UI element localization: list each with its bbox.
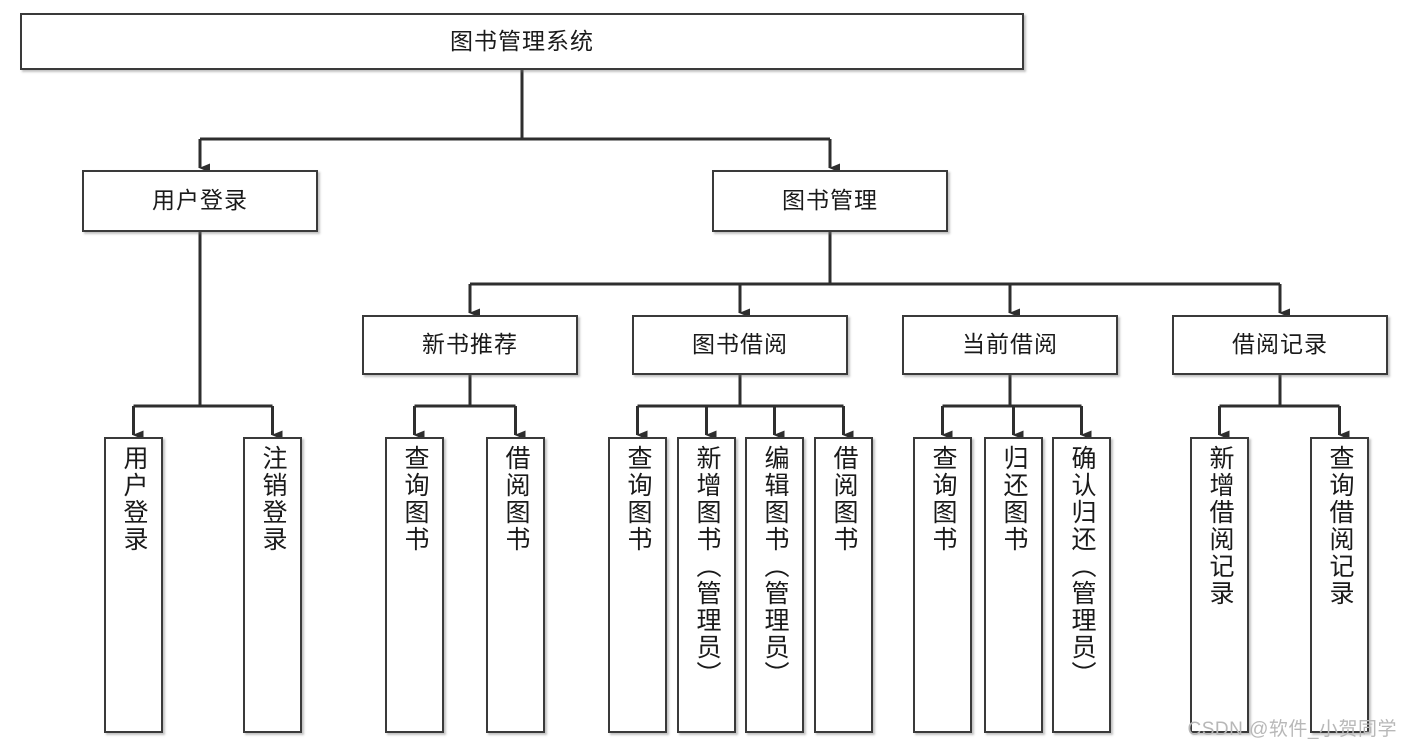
node-leaf-br-query[interactable]: 查询借阅记录 bbox=[1310, 437, 1369, 733]
node-leaf-bb-add[interactable]: 新增图书（管理员） bbox=[677, 437, 736, 733]
node-label: 当前借阅 bbox=[962, 331, 1058, 358]
node-label: 图书借阅 bbox=[692, 331, 788, 358]
node-current-borrow[interactable]: 当前借阅 bbox=[902, 315, 1118, 375]
node-label: 归还图书 bbox=[1000, 445, 1028, 553]
node-leaf-cb-confirm[interactable]: 确认归还（管理员） bbox=[1052, 437, 1111, 733]
node-label: 借阅图书 bbox=[502, 445, 530, 553]
node-new-book-rec[interactable]: 新书推荐 bbox=[362, 315, 578, 375]
node-label: 图书管理系统 bbox=[450, 27, 594, 54]
node-label: 注销登录 bbox=[259, 445, 287, 553]
node-label: 查询图书 bbox=[401, 445, 429, 553]
node-label: 新增图书（管理员） bbox=[693, 445, 721, 688]
csdn-watermark: CSDN @软件_小贺同学 bbox=[1187, 719, 1397, 740]
node-label: 查询图书 bbox=[624, 445, 652, 553]
node-label: 编辑图书（管理员） bbox=[761, 445, 789, 688]
node-label: 查询借阅记录 bbox=[1326, 445, 1354, 607]
node-book-manage[interactable]: 图书管理 bbox=[712, 170, 948, 232]
node-leaf-rec-query[interactable]: 查询图书 bbox=[385, 437, 444, 733]
node-leaf-br-add[interactable]: 新增借阅记录 bbox=[1190, 437, 1249, 733]
node-leaf-cb-query[interactable]: 查询图书 bbox=[913, 437, 972, 733]
node-label: 用户登录 bbox=[120, 445, 148, 553]
node-user-login[interactable]: 用户登录 bbox=[82, 170, 318, 232]
node-leaf-cb-return[interactable]: 归还图书 bbox=[984, 437, 1043, 733]
node-root[interactable]: 图书管理系统 bbox=[20, 13, 1024, 70]
node-label: 新增借阅记录 bbox=[1206, 445, 1234, 607]
node-label: 借阅记录 bbox=[1232, 331, 1328, 358]
node-leaf-bb-query[interactable]: 查询图书 bbox=[608, 437, 667, 733]
node-label: 借阅图书 bbox=[830, 445, 858, 553]
node-label: 查询图书 bbox=[929, 445, 957, 553]
node-label: 确认归还（管理员） bbox=[1068, 445, 1096, 688]
node-leaf-bb-borrow[interactable]: 借阅图书 bbox=[814, 437, 873, 733]
node-leaf-user-login[interactable]: 用户登录 bbox=[104, 437, 163, 733]
node-leaf-rec-borrow[interactable]: 借阅图书 bbox=[486, 437, 545, 733]
node-label: 用户登录 bbox=[152, 187, 248, 214]
node-leaf-bb-edit[interactable]: 编辑图书（管理员） bbox=[745, 437, 804, 733]
node-leaf-user-logout[interactable]: 注销登录 bbox=[243, 437, 302, 733]
node-label: 新书推荐 bbox=[422, 331, 518, 358]
node-book-borrow[interactable]: 图书借阅 bbox=[632, 315, 848, 375]
node-borrow-record[interactable]: 借阅记录 bbox=[1172, 315, 1388, 375]
node-label: 图书管理 bbox=[782, 187, 878, 214]
